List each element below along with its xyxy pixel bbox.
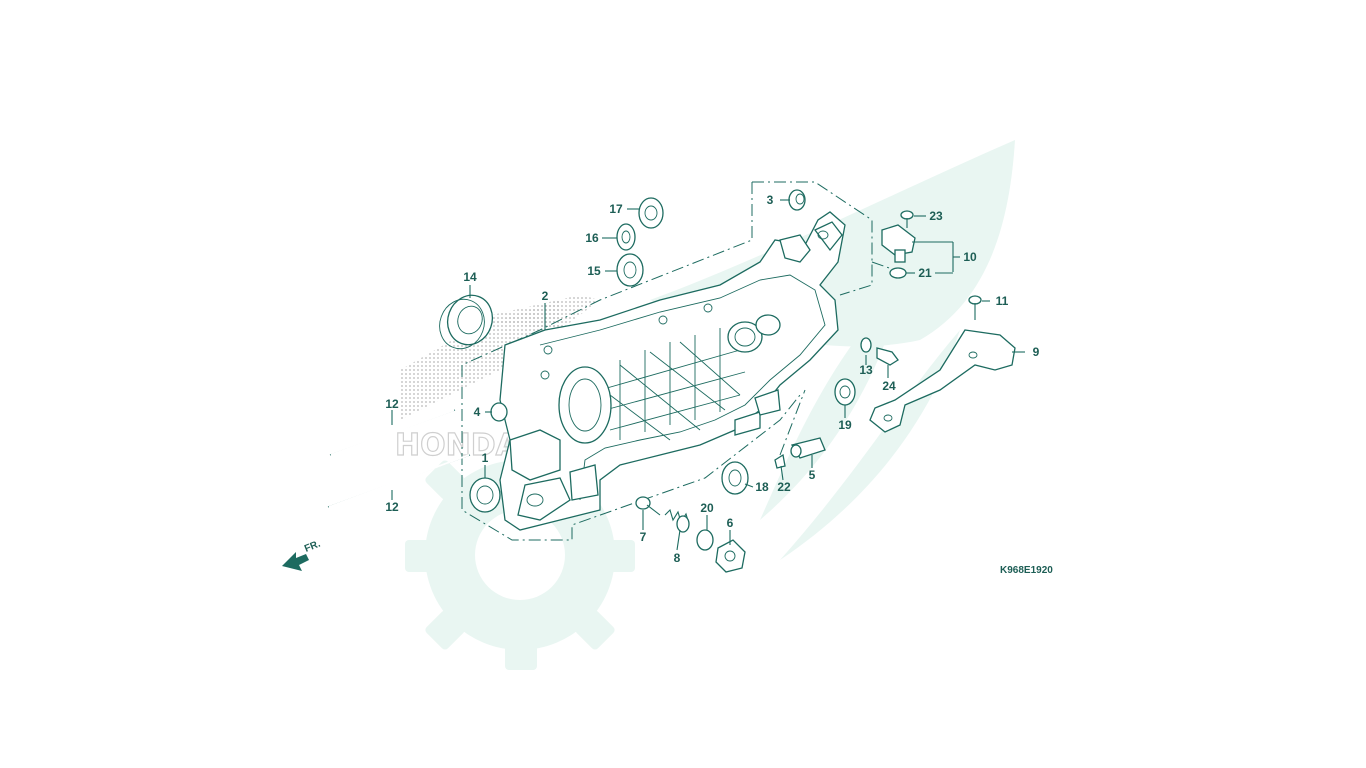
callout-15: 15 <box>587 264 601 278</box>
bracket-9 <box>869 329 1016 433</box>
callout-6: 6 <box>727 516 734 530</box>
drain-bolt-7 <box>635 496 661 516</box>
callout-9: 9 <box>1033 345 1040 359</box>
o-ring-21 <box>889 267 907 279</box>
oil-seal-19 <box>834 378 856 406</box>
fitting-5 <box>790 437 826 459</box>
oil-seal-18 <box>721 461 749 495</box>
brand-watermark-text: HONDA <box>395 428 520 463</box>
collar-3 <box>788 189 806 211</box>
stud-bolt-12-upper <box>329 409 456 456</box>
spring-8 <box>664 508 690 533</box>
bolt-23 <box>900 210 914 228</box>
diagram-code: K968E1920 <box>1000 565 1053 576</box>
halftone-brand-mark: HONDA <box>394 295 600 464</box>
callout-4: 4 <box>474 405 481 419</box>
callout-22: 22 <box>777 480 791 494</box>
bearing-17 <box>638 197 664 229</box>
o-ring-20 <box>696 529 714 551</box>
drain-plug-6 <box>715 539 746 573</box>
bearing-14 <box>439 294 494 350</box>
callout-2: 2 <box>542 289 549 303</box>
bolt-11 <box>968 295 982 320</box>
callout-23: 23 <box>929 209 943 223</box>
washer-13 <box>860 337 872 353</box>
assembly-outline <box>461 181 896 541</box>
callout-17: 17 <box>609 202 623 216</box>
crankcase-housing <box>499 211 846 531</box>
callout-19: 19 <box>838 418 852 432</box>
callout-labels: 14 2 3 4 1 5 6 7 8 9 10 11 12 12 13 15 1… <box>385 193 1039 565</box>
sensor-10 <box>881 224 916 263</box>
callout-20: 20 <box>700 501 714 515</box>
callout-8: 8 <box>674 551 681 565</box>
callout-13: 13 <box>859 363 873 377</box>
leader-lines <box>391 199 1025 551</box>
front-label: FR. <box>303 538 322 554</box>
oil-seal-16 <box>616 223 636 251</box>
callout-10: 10 <box>963 250 977 264</box>
callout-18: 18 <box>755 480 769 494</box>
callout-7: 7 <box>640 530 647 544</box>
stud-bolt-12-lower <box>327 454 471 508</box>
front-direction-arrow: FR. <box>282 538 322 571</box>
callout-5: 5 <box>809 468 816 482</box>
callout-16: 16 <box>585 231 599 245</box>
callout-12-lower: 12 <box>385 500 399 514</box>
bearing-1 <box>469 477 501 513</box>
callout-21: 21 <box>918 266 932 280</box>
callout-24: 24 <box>882 379 896 393</box>
bolt-24 <box>876 347 899 366</box>
callout-1: 1 <box>482 451 489 465</box>
bearing-15 <box>616 253 644 287</box>
dowel-pin-4 <box>490 402 508 422</box>
callout-3: 3 <box>767 193 774 207</box>
clip-22 <box>774 453 786 469</box>
callout-11: 11 <box>996 294 1009 308</box>
callout-14: 14 <box>463 270 477 284</box>
callout-12-upper: 12 <box>385 397 399 411</box>
